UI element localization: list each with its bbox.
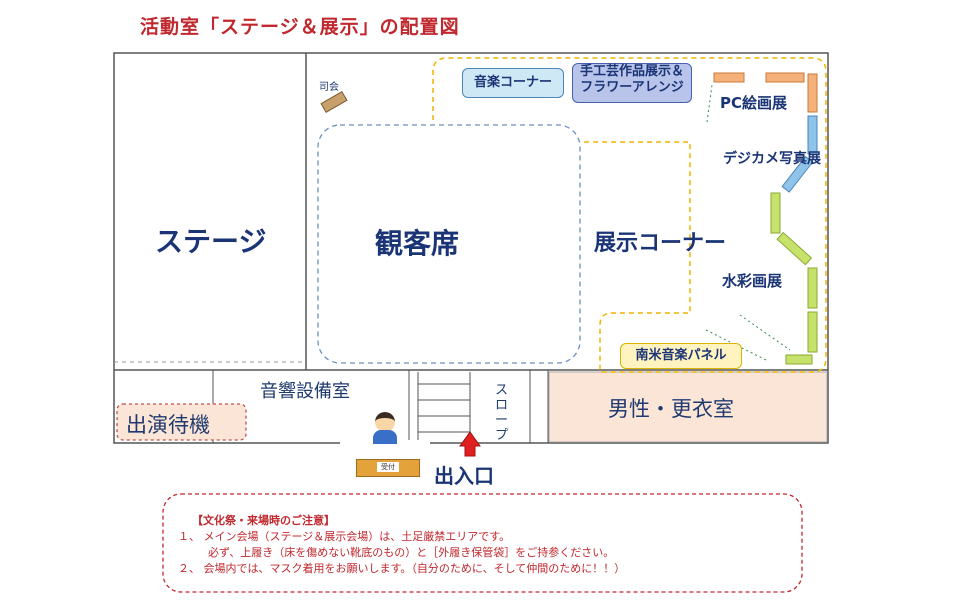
notice-line-1: １、 メイン会場（ステージ＆展示会場）は、土足厳禁エリアです。 — [178, 530, 511, 543]
nanbei-panel-label: 南米音楽パネル — [620, 343, 742, 369]
mc-desk — [320, 90, 348, 114]
sound-room-label: 音響設備室 — [260, 381, 350, 402]
entrance-label: 出入口 — [434, 464, 494, 488]
notice-heading: 【文化祭・来場時のご注意】 — [192, 514, 335, 527]
digicam-label: デジカメ写真展 — [723, 151, 821, 167]
watercolor-panel — [785, 354, 813, 365]
notice-line-3: ２、 会場内では、マスク着用をお願いします。（自分のために、そして仲間のために！… — [178, 562, 626, 575]
entrance-arrow — [459, 431, 481, 457]
reception-desk: 受付 — [356, 459, 420, 477]
watercolor-panel — [770, 192, 781, 234]
notice-box — [162, 493, 803, 593]
pc-panel — [765, 72, 805, 83]
pc-panel — [713, 72, 745, 83]
pc-panel — [807, 73, 818, 113]
photo-panel — [807, 115, 818, 155]
exhibit-zone-outline — [432, 57, 827, 373]
stage-label: ステージ — [155, 225, 267, 258]
watercolor-panel — [807, 311, 818, 353]
pc-art-label: PC絵画展 — [720, 94, 788, 112]
notice-line-2: 必ず、上履き（床を傷めない靴底のもの）と［外履き保管袋］をご持参ください。 — [208, 546, 615, 559]
exhibit-corner-label: 展示コーナー — [594, 231, 727, 256]
photo-panel — [781, 155, 814, 193]
dressing-room — [548, 371, 828, 443]
page-title: 活動室「ステージ＆展示」の配置図 — [140, 16, 460, 38]
music-corner-label: 音楽コーナー — [462, 68, 564, 98]
audience-label: 観客席 — [375, 227, 460, 260]
mc-label: 司会 — [319, 82, 339, 93]
reception-sign: 受付 — [377, 462, 399, 472]
stairs — [417, 372, 471, 443]
waiting-area — [116, 403, 247, 441]
slope-label: スロープ — [495, 383, 509, 443]
crafts-label: 手工芸作品展示＆ フラワーアレンジ — [572, 63, 692, 103]
receptionist-icon — [371, 412, 399, 444]
audience-area — [317, 124, 581, 364]
waiting-label: 出演待機 — [126, 413, 210, 437]
watercolor-label: 水彩画展 — [722, 272, 783, 290]
watercolor-panel — [807, 267, 818, 309]
watercolor-panel — [776, 231, 813, 266]
dressing-room-label: 男性・更衣室 — [608, 397, 734, 421]
